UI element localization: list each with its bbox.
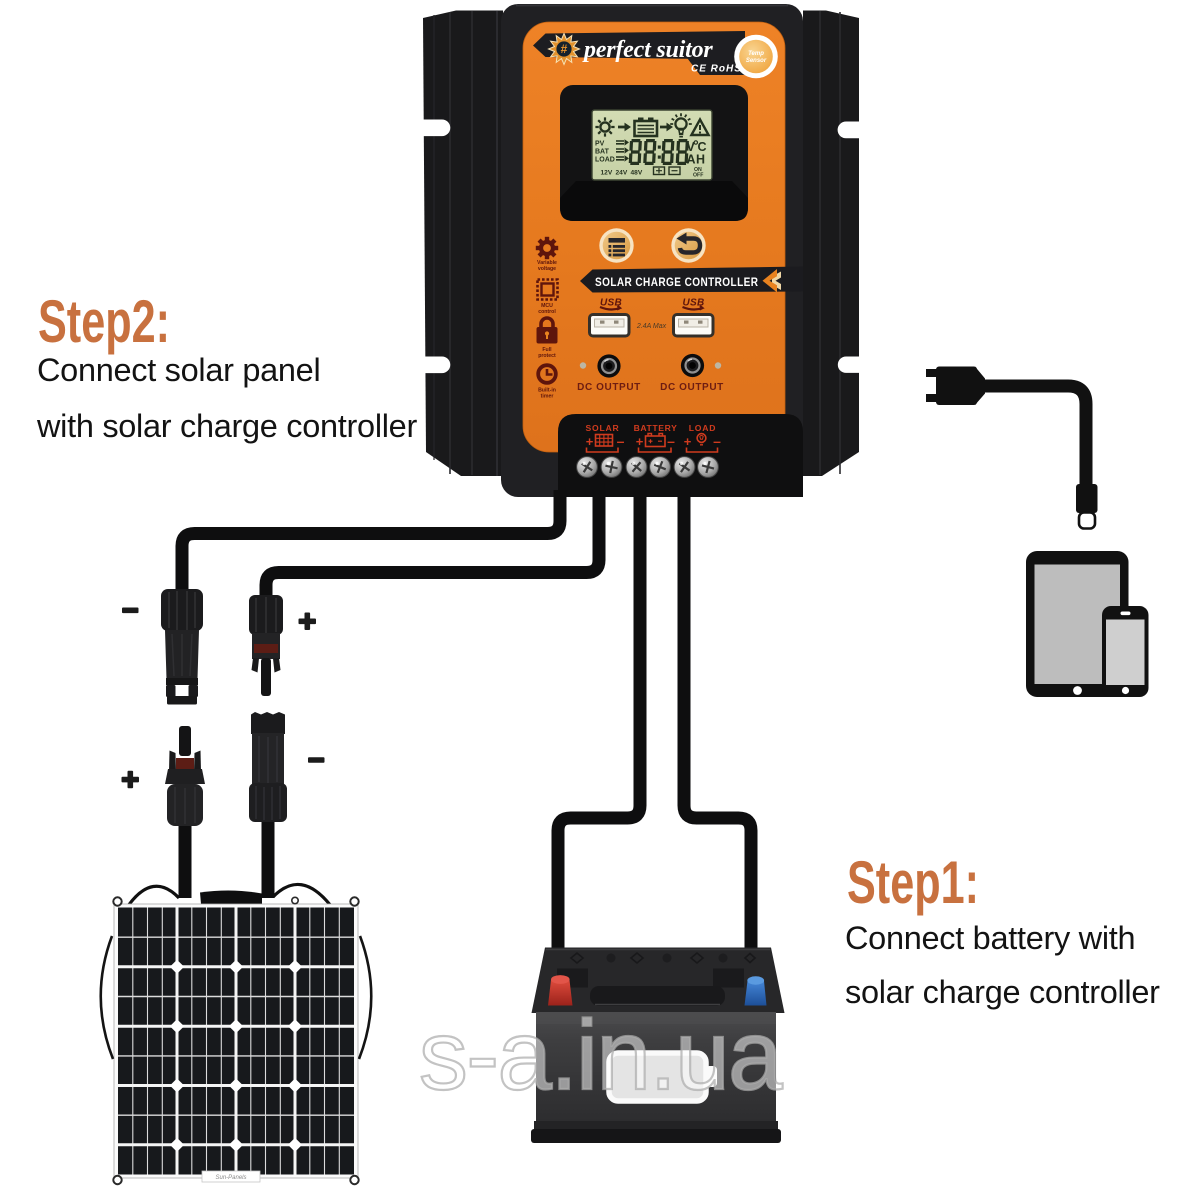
svg-text:BAT: BAT <box>595 149 610 156</box>
svg-text:perfect suitor: perfect suitor <box>582 37 713 63</box>
svg-text:2.4A Max: 2.4A Max <box>636 323 667 330</box>
svg-text:48V: 48V <box>631 170 643 177</box>
svg-text:USB: USB <box>600 298 622 309</box>
svg-text:–: – <box>667 433 675 449</box>
svg-text:BATTERY: BATTERY <box>634 423 678 433</box>
svg-text:DC OUTPUT: DC OUTPUT <box>660 382 724 393</box>
svg-text:DC OUTPUT: DC OUTPUT <box>577 382 641 393</box>
svg-text:Step2:: Step2: <box>38 289 170 356</box>
svg-text:with solar charge controller: with solar charge controller <box>36 408 417 444</box>
svg-text:+: + <box>586 434 594 449</box>
svg-text:Built-in: Built-in <box>538 388 556 394</box>
svg-text:–: – <box>713 433 721 449</box>
svg-text:AH: AH <box>687 153 706 167</box>
svg-text:protect: protect <box>538 353 556 359</box>
svg-text:Variable: Variable <box>537 260 557 266</box>
svg-text:CE RoHS: CE RoHS <box>691 64 742 75</box>
svg-text:ON: ON <box>694 167 702 173</box>
svg-text:Sensor: Sensor <box>746 58 767 64</box>
svg-text:V: V <box>687 140 696 154</box>
svg-text:SOLAR CHARGE CONTROLLER: SOLAR CHARGE CONTROLLER <box>595 276 758 289</box>
svg-text:+: + <box>684 434 692 449</box>
svg-text:voltage: voltage <box>538 266 556 272</box>
svg-text:Full: Full <box>542 347 552 353</box>
svg-text:PV: PV <box>595 141 605 148</box>
svg-text:SOLAR: SOLAR <box>585 423 619 433</box>
svg-text:Step1:: Step1: <box>847 850 979 917</box>
svg-text:Connect battery with: Connect battery with <box>845 920 1135 956</box>
svg-text:timer: timer <box>541 394 554 400</box>
svg-text:#: # <box>561 42 568 56</box>
svg-text:OFF: OFF <box>693 173 703 179</box>
svg-text:24V: 24V <box>616 170 628 177</box>
svg-text:Connect solar panel: Connect solar panel <box>37 352 320 388</box>
svg-text:12V: 12V <box>601 170 613 177</box>
svg-text:LOAD: LOAD <box>689 423 717 433</box>
svg-text:control: control <box>538 309 556 315</box>
svg-text:–: – <box>617 433 625 449</box>
svg-text:C: C <box>698 140 707 154</box>
svg-text:Temp: Temp <box>748 51 764 57</box>
svg-text:solar charge controller: solar charge controller <box>845 974 1160 1010</box>
svg-text:s-a.in.ua: s-a.in.ua <box>419 1000 783 1110</box>
svg-text:+: + <box>636 434 644 449</box>
svg-text:LOAD: LOAD <box>595 157 615 164</box>
svg-text:Sun-Panels: Sun-Panels <box>215 1175 246 1181</box>
svg-text:USB: USB <box>682 298 704 309</box>
svg-text:MCU: MCU <box>541 303 553 309</box>
